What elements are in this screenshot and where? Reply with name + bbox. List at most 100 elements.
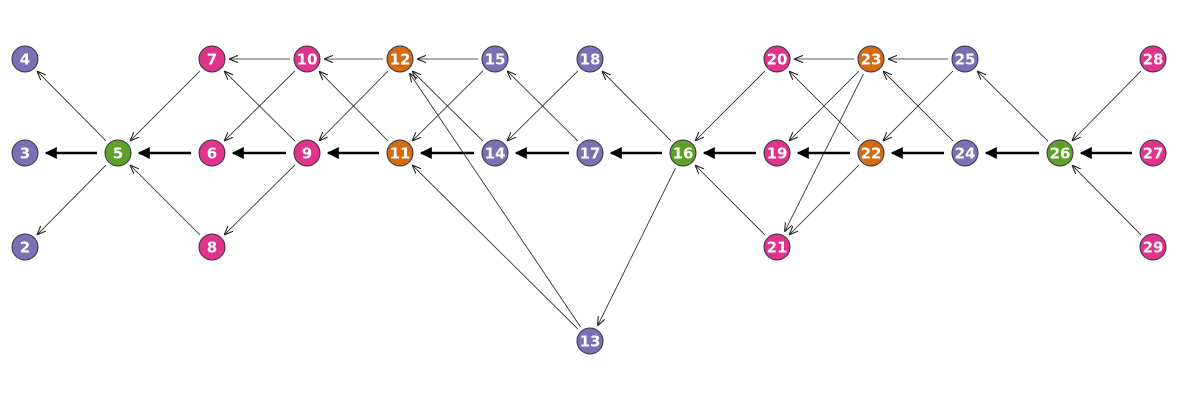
node-circle <box>386 139 414 167</box>
node-circle <box>763 139 791 167</box>
node-circle <box>293 139 321 167</box>
node-circle <box>576 45 604 73</box>
node-label: 14 <box>485 145 506 163</box>
node-label: 21 <box>767 239 788 257</box>
edge-20-to-16 <box>695 70 766 141</box>
node-circle <box>1139 233 1167 261</box>
node-label: 17 <box>580 145 601 163</box>
node-label: 18 <box>580 51 601 69</box>
node-15: 15 <box>481 45 509 73</box>
node-label: 10 <box>297 51 318 69</box>
node-circle <box>1046 139 1074 167</box>
edge-22-to-21 <box>789 164 860 235</box>
node-20: 20 <box>763 45 791 73</box>
node-5: 5 <box>104 139 132 167</box>
edge-26-to-25 <box>977 71 1049 142</box>
node-label: 8 <box>207 239 217 257</box>
node-label: 4 <box>20 51 30 69</box>
edge-11-to-10 <box>319 71 389 142</box>
edge-22-to-20 <box>789 71 860 142</box>
node-6: 6 <box>198 139 226 167</box>
node-label: 7 <box>207 51 217 69</box>
node-18: 18 <box>576 45 604 73</box>
node-circle <box>11 139 39 167</box>
node-label: 12 <box>390 51 411 69</box>
node-13: 13 <box>576 327 604 355</box>
node-circle <box>198 45 226 73</box>
edge-16-to-18 <box>602 71 672 142</box>
node-circle <box>11 45 39 73</box>
node-label: 29 <box>1143 239 1164 257</box>
node-label: 11 <box>390 145 411 163</box>
node-22: 22 <box>857 139 885 167</box>
node-25: 25 <box>951 45 979 73</box>
node-17: 17 <box>576 139 604 167</box>
node-circle <box>198 139 226 167</box>
node-circle <box>293 45 321 73</box>
edge-13-to-12 <box>409 73 581 328</box>
edge-5-to-2 <box>37 164 107 235</box>
node-28: 28 <box>1139 45 1167 73</box>
edges-layer <box>37 59 1142 330</box>
node-3: 3 <box>11 139 39 167</box>
edge-21-to-16 <box>695 165 766 236</box>
edge-8-to-5 <box>130 165 201 236</box>
node-label: 19 <box>767 145 788 163</box>
node-circle <box>1139 45 1167 73</box>
node-label: 3 <box>20 145 30 163</box>
node-label: 22 <box>861 145 882 163</box>
node-label: 20 <box>767 51 788 69</box>
node-circle <box>481 139 509 167</box>
node-label: 5 <box>113 145 123 163</box>
node-label: 26 <box>1050 145 1071 163</box>
node-21: 21 <box>763 233 791 261</box>
node-circle <box>576 139 604 167</box>
node-circle <box>104 139 132 167</box>
node-16: 16 <box>669 139 697 167</box>
edge-7-to-5 <box>130 70 201 141</box>
edge-16-to-13 <box>598 168 676 326</box>
node-10: 10 <box>293 45 321 73</box>
edge-24-to-23 <box>883 71 954 142</box>
node-label: 16 <box>673 145 694 163</box>
node-9: 9 <box>293 139 321 167</box>
edge-9-to-7 <box>224 71 296 142</box>
node-2: 2 <box>11 233 39 261</box>
node-label: 6 <box>207 145 217 163</box>
node-12: 12 <box>386 45 414 73</box>
node-8: 8 <box>198 233 226 261</box>
node-label: 2 <box>20 239 30 257</box>
node-circle <box>669 139 697 167</box>
node-circle <box>11 233 39 261</box>
node-4: 4 <box>11 45 39 73</box>
node-label: 25 <box>955 51 976 69</box>
node-label: 13 <box>580 333 601 351</box>
node-label: 27 <box>1143 145 1164 163</box>
node-label: 28 <box>1143 51 1164 69</box>
node-14: 14 <box>481 139 509 167</box>
node-24: 24 <box>951 139 979 167</box>
node-label: 23 <box>861 51 882 69</box>
node-circle <box>857 139 885 167</box>
node-circle <box>576 327 604 355</box>
edge-18-to-14 <box>507 70 579 141</box>
node-label: 9 <box>302 145 312 163</box>
node-circle <box>857 45 885 73</box>
edge-23-to-21 <box>785 74 864 232</box>
edge-14-to-12 <box>412 71 484 142</box>
node-label: 15 <box>485 51 506 69</box>
edge-9-to-8 <box>224 164 296 235</box>
node-29: 29 <box>1139 233 1167 261</box>
node-19: 19 <box>763 139 791 167</box>
node-circle <box>198 233 226 261</box>
node-23: 23 <box>857 45 885 73</box>
node-26: 26 <box>1046 139 1074 167</box>
node-circle <box>1139 139 1167 167</box>
node-circle <box>763 233 791 261</box>
node-circle <box>951 139 979 167</box>
edge-5-to-4 <box>37 71 107 142</box>
node-27: 27 <box>1139 139 1167 167</box>
node-circle <box>386 45 414 73</box>
